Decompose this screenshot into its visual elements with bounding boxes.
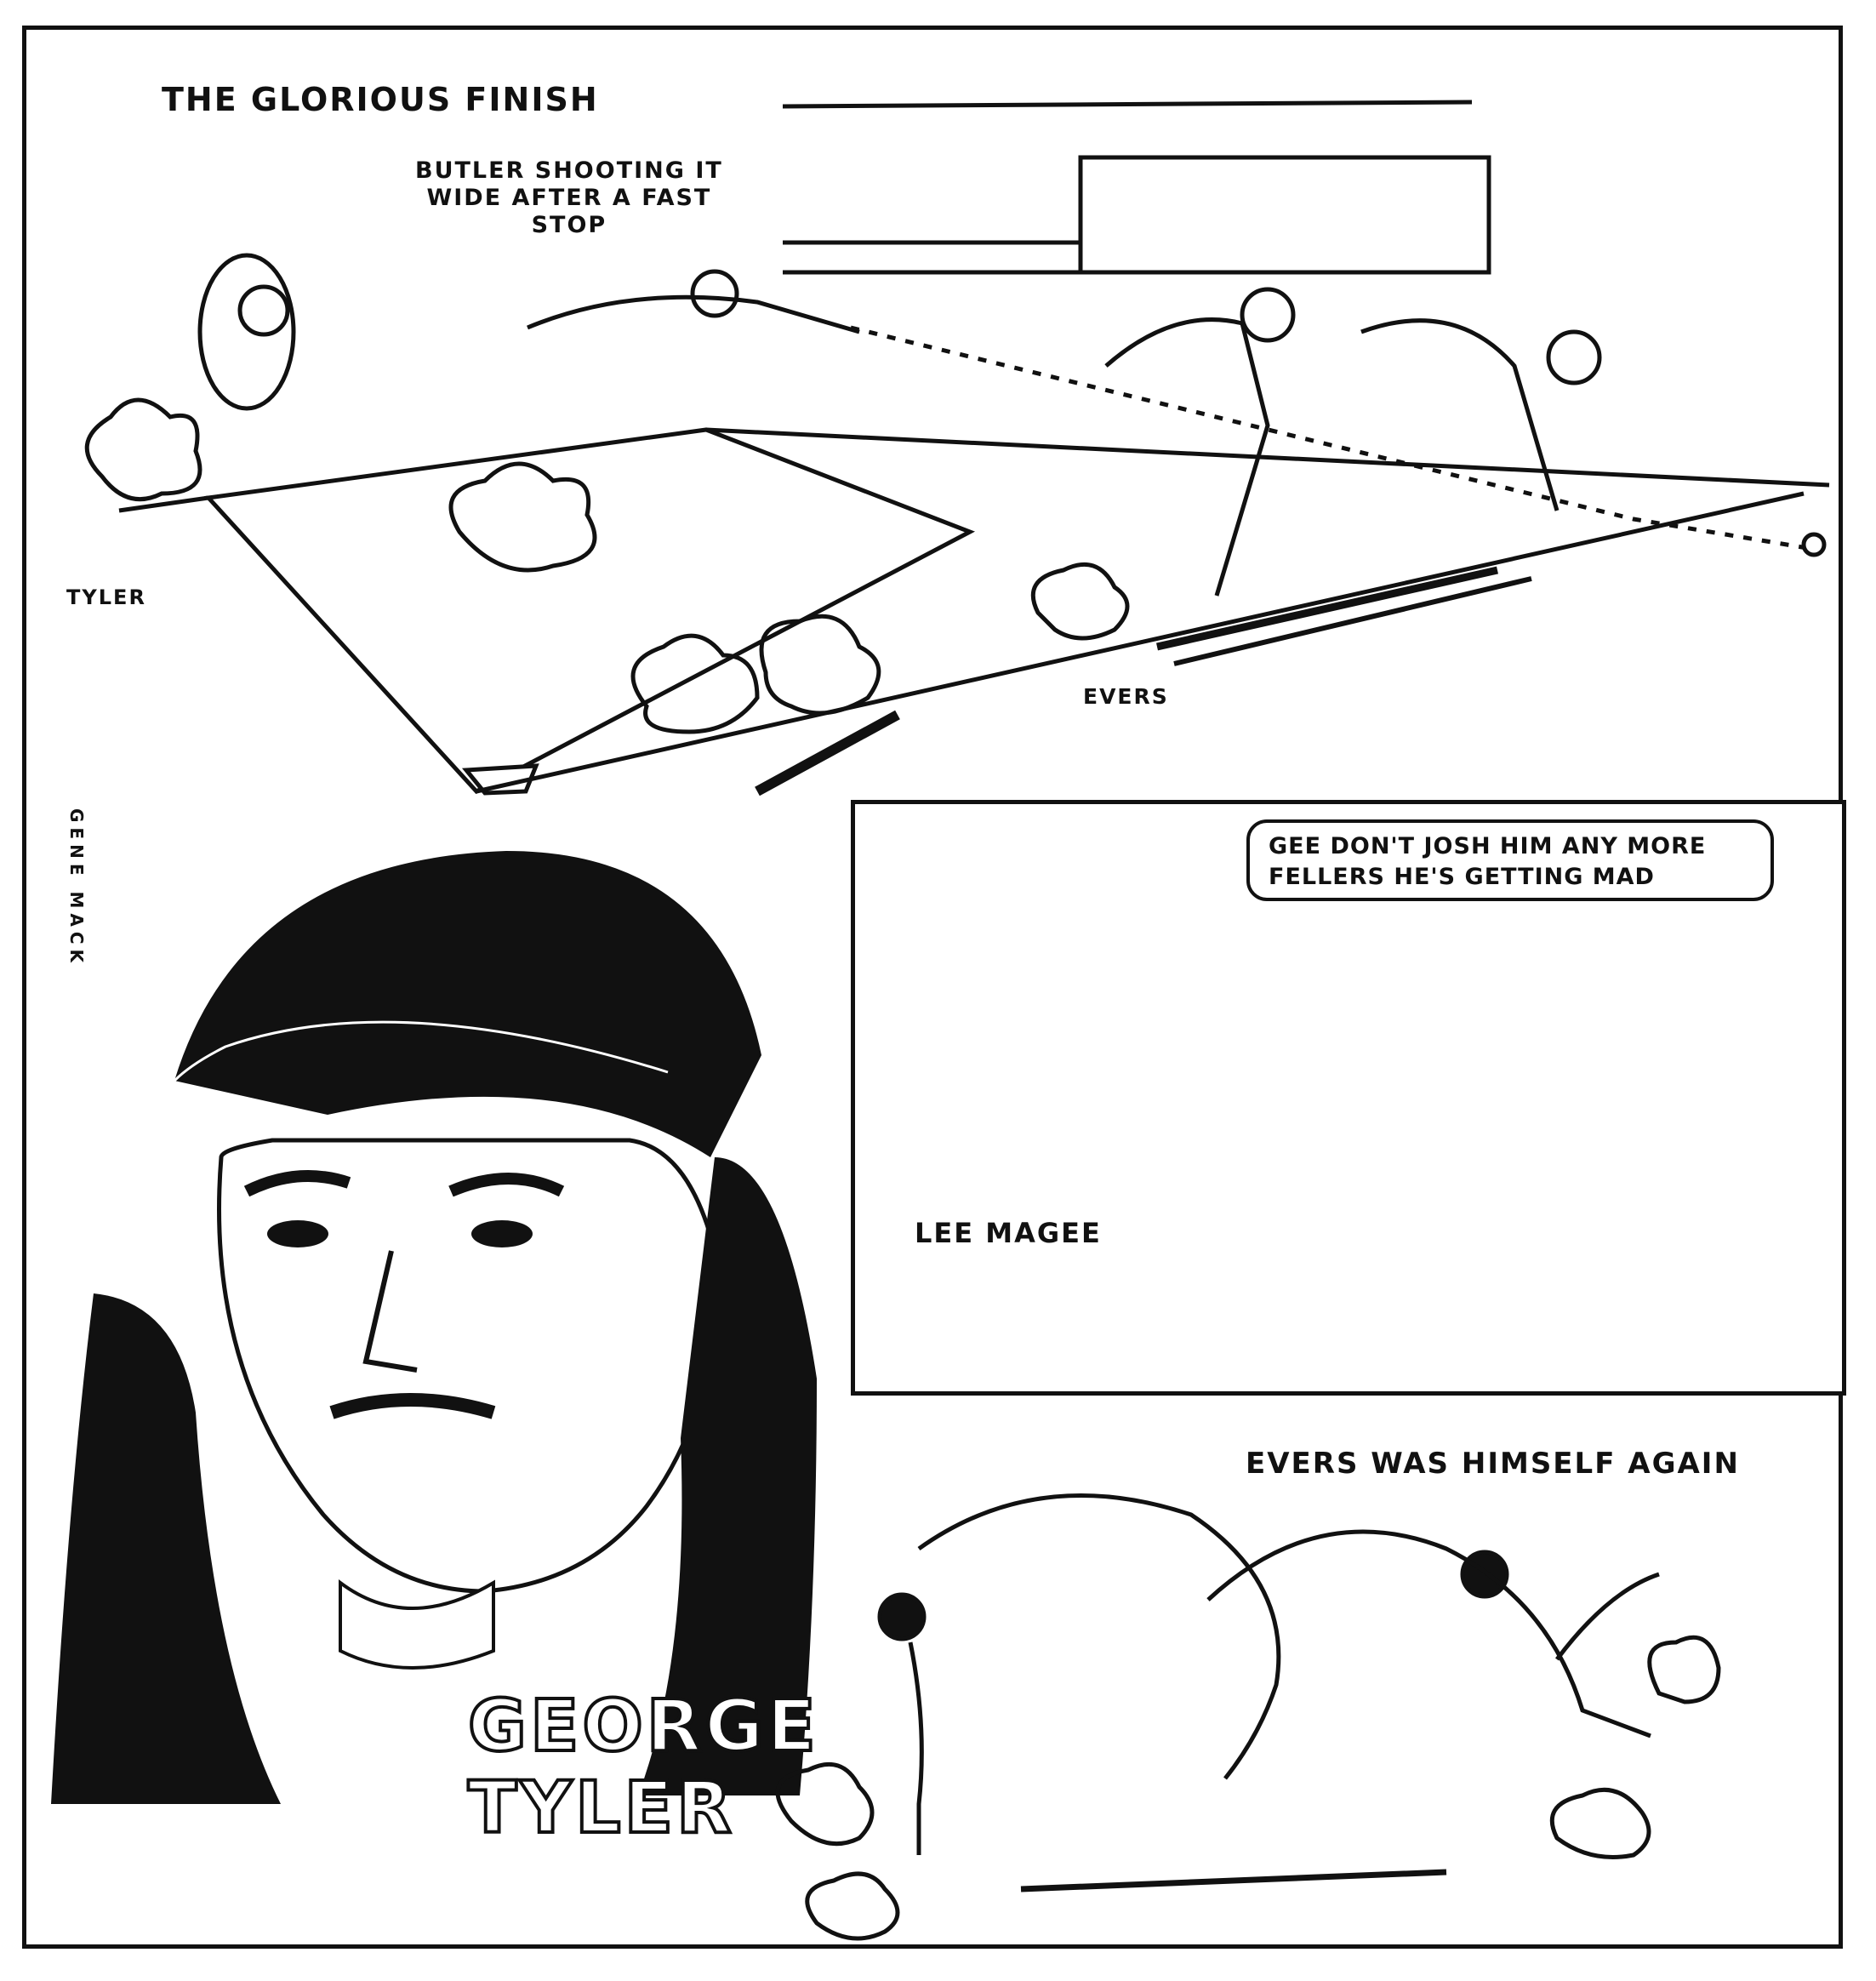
player-tyler <box>197 253 296 411</box>
caption-butler-line2: WIDE AFTER A FAST <box>426 185 712 211</box>
caption-butler-line1: BUTLER SHOOTING IT <box>415 157 723 184</box>
eyebrow-right <box>448 1173 565 1197</box>
baseball <box>1801 532 1827 557</box>
portrait-george-tyler <box>51 851 817 1804</box>
dust-cloud <box>448 461 597 573</box>
caption-butler-line3: STOP <box>531 212 607 238</box>
portrait-name-george-tyler: GEORGE TYLER <box>466 1683 819 1850</box>
speech-bubble: GEE DON'T JOSH HIM ANY MORE FELLERS HE'S… <box>1246 819 1774 901</box>
hair-shadow-right <box>638 1157 817 1795</box>
face <box>217 1138 718 1594</box>
player-evers <box>1360 318 1560 511</box>
outfield-top-line <box>782 100 1473 109</box>
caption-evers-was-himself-again: EVERS WAS HIMSELF AGAIN <box>1246 1447 1740 1481</box>
sliding-player <box>1206 1529 1651 1738</box>
outfield-fence <box>1078 155 1491 275</box>
eye-left <box>267 1220 328 1247</box>
throw-trajectory <box>850 325 1813 551</box>
bottom-scene-art <box>775 1493 1721 1941</box>
caption-evers: EVERS <box>1083 684 1169 709</box>
caption-lee-magee: LEE MAGEE <box>915 1217 1102 1249</box>
portrait-name-line2: TYLER <box>466 1765 735 1850</box>
inset-panel-lee-magee: GEE DON'T JOSH HIM ANY MORE FELLERS HE'S… <box>851 800 1846 1396</box>
sliding-player <box>917 1493 1281 1780</box>
caption-butler: BUTLER SHOOTING IT WIDE AFTER A FAST STO… <box>415 157 723 239</box>
bat <box>755 710 900 796</box>
eye-right <box>471 1220 533 1247</box>
baseline-left <box>118 495 209 513</box>
dust-cloud <box>630 633 760 734</box>
speech-bubble-line2: FELLERS HE'S GETTING MAD <box>1269 864 1655 890</box>
hair-shadow-left <box>51 1293 281 1804</box>
dust-cloud <box>775 1761 875 1847</box>
dust-cloud <box>84 397 202 502</box>
portrait-name-line1: GEORGE <box>466 1683 819 1768</box>
artist-signature: GENE MACK <box>66 808 87 968</box>
cap <box>174 851 761 1157</box>
home-plate <box>461 763 539 796</box>
mustache <box>329 1393 496 1419</box>
speech-bubble-line1: GEE DON'T JOSH HIM ANY MORE <box>1269 833 1707 859</box>
title-glorious-finish: THE GLORIOUS FINISH <box>162 81 599 118</box>
foul-line <box>476 491 1805 794</box>
infield-diamond <box>203 427 976 795</box>
caption-tyler: TYLER <box>66 585 146 609</box>
eyebrow-left <box>243 1170 351 1197</box>
player-head <box>877 1592 927 1641</box>
neck <box>339 1579 495 1670</box>
baseline-right <box>705 427 1830 488</box>
nose <box>362 1250 418 1373</box>
